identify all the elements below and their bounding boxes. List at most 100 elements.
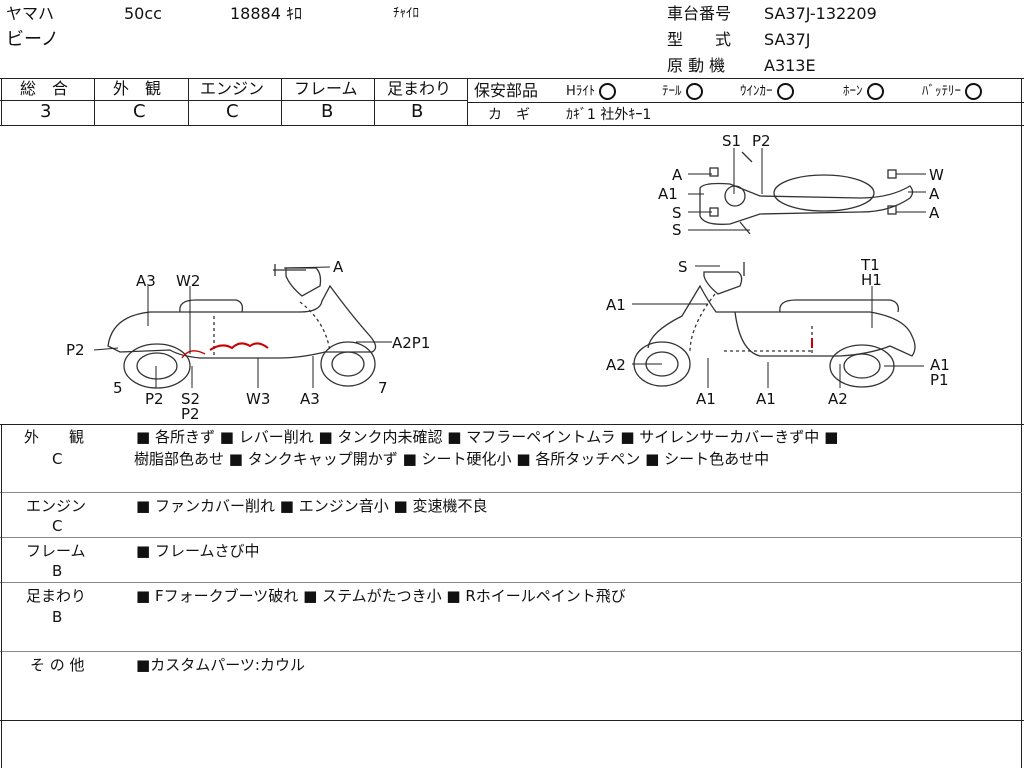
- remark-grade-suspension: B: [52, 608, 63, 626]
- divider: [0, 582, 1022, 583]
- diagram-label: P2: [66, 341, 85, 359]
- grade-suspension: B: [411, 101, 424, 122]
- diagram-label: W: [929, 166, 944, 184]
- damage-diagram: [93, 148, 926, 389]
- remark-category-other: そ の 他: [30, 656, 85, 674]
- diagram-label: A3: [300, 390, 320, 408]
- remark-items-exterior-2: 樹脂部色あせ ■ タンクキャップ開かず ■ シート硬化小 ■ 各所タッチペン ■…: [134, 450, 770, 468]
- damage-marking: [209, 342, 269, 351]
- diagram-label: A2: [828, 390, 848, 408]
- scooter-left-side-drawing: [107, 264, 377, 389]
- diagram-label: A1: [696, 390, 716, 408]
- divider: [94, 78, 95, 125]
- divider: [281, 78, 282, 125]
- divider: [0, 537, 1022, 538]
- diagram-label: W3: [246, 390, 271, 408]
- displacement: 50cc: [124, 4, 162, 23]
- divider: [188, 78, 189, 125]
- grade-header-engine: エンジン: [200, 79, 265, 98]
- remark-items-engine: ■ ファンカバー削れ ■ エンジン音小 ■ 変速機不良: [136, 497, 488, 515]
- ok-circle-icon: [776, 83, 794, 100]
- divider: [0, 492, 1022, 493]
- key-label: カ ギ: [488, 107, 530, 123]
- frame-no: SA37J-132209: [764, 4, 877, 23]
- type-value: SA37J: [764, 30, 811, 49]
- divider: [1021, 78, 1022, 768]
- divider: [1, 78, 2, 125]
- key-value: ｶｷﾞ1 社外ｷｰ1: [566, 107, 652, 123]
- remark-items-suspension: ■ Fフォークブーツ破れ ■ ステムがたつき小 ■ Rホイールペイント飛び: [136, 587, 626, 605]
- diagram-label: 5: [113, 379, 123, 397]
- engine-label: 原 動 機: [667, 56, 726, 75]
- diagram-label: A1: [930, 356, 950, 374]
- ok-circle-icon: [965, 83, 982, 100]
- diagram-label: 7: [378, 379, 388, 397]
- divider: [0, 78, 1024, 79]
- ok-circle-icon: [599, 83, 617, 100]
- model-name: ビーノ: [6, 29, 59, 50]
- divider: [374, 78, 375, 125]
- remark-category-suspension: 足まわり: [26, 587, 87, 605]
- remark-grade-exterior: C: [52, 450, 63, 468]
- diagram-label: A: [333, 258, 344, 276]
- divider: [0, 651, 1022, 652]
- ok-circle-icon: [866, 83, 884, 100]
- diagram-label: P2: [181, 405, 200, 423]
- grade-frame: B: [321, 101, 334, 122]
- leader-lines: [93, 148, 926, 388]
- diagram-label: A: [672, 166, 683, 184]
- diagram-label: S: [678, 258, 688, 276]
- diagram-label: P2: [752, 132, 771, 150]
- type-label: 型 式: [667, 30, 732, 49]
- remark-items-other: ■カスタムパーツ:カウル: [136, 656, 305, 674]
- remark-category-frame: フレーム: [26, 542, 86, 560]
- diagram-label: W2: [176, 272, 201, 290]
- diagram-label: A1: [658, 185, 678, 203]
- divider: [0, 100, 468, 101]
- remark-items-exterior: ■ 各所きず ■ レバー削れ ■ タンク内未確認 ■ マフラーペイントムラ ■ …: [136, 428, 839, 446]
- mileage: 18884 ｷﾛ: [230, 4, 302, 23]
- frame-no-label: 車台番号: [667, 4, 732, 23]
- diagram-label: A1: [606, 296, 626, 314]
- diagram-label: T1: [861, 256, 880, 274]
- engine-value: A313E: [764, 56, 816, 75]
- diagram-label: S2: [181, 390, 201, 408]
- remark-grade-engine: C: [52, 517, 63, 535]
- diagram-label: H1: [861, 271, 882, 289]
- grade-header-exterior: 外 観: [113, 79, 162, 98]
- diagram-label: S1: [722, 132, 742, 150]
- scooter-top-view-drawing: [699, 151, 914, 235]
- diagram-label: A2: [606, 356, 626, 374]
- diagram-label: A2P1: [392, 334, 431, 352]
- remark-grade-frame: B: [52, 562, 63, 580]
- maker: ヤマハ: [6, 4, 55, 23]
- diagram-label: S: [672, 204, 682, 222]
- diagram-label: A1: [756, 390, 776, 408]
- diagram-label: A: [929, 204, 940, 222]
- grade-header-suspension: 足まわり: [387, 79, 452, 98]
- diagram-label: A: [929, 185, 940, 203]
- safety-item-winker: ｳｲﾝｶｰ: [740, 83, 794, 101]
- divider: [468, 102, 1024, 103]
- diagram-label: P2: [145, 390, 164, 408]
- divider: [0, 424, 1024, 425]
- divider: [0, 720, 1024, 721]
- safety-item-tail: ﾃｰﾙ: [662, 83, 703, 101]
- grade-exterior: C: [133, 101, 146, 122]
- diagram-label: S: [672, 221, 682, 239]
- ok-circle-icon: [685, 83, 703, 100]
- remark-category-exterior: 外 観: [24, 428, 85, 446]
- diagram-label: P1: [930, 371, 949, 389]
- safety-item-horn: ﾎｰﾝ: [843, 83, 884, 101]
- safety-label: 保安部品: [474, 81, 539, 100]
- diagram-label: A3: [136, 272, 156, 290]
- divider: [467, 78, 468, 125]
- remark-category-engine: エンジン: [26, 497, 87, 515]
- grade-overall: 3: [40, 101, 52, 122]
- safety-item-battery: ﾊﾞｯﾃﾘｰ: [922, 83, 982, 101]
- grade-header-frame: フレーム: [294, 79, 358, 98]
- divider: [1, 424, 2, 768]
- color: ﾁｬｲﾛ: [393, 6, 419, 21]
- divider: [0, 125, 1024, 126]
- grade-engine: C: [226, 101, 239, 122]
